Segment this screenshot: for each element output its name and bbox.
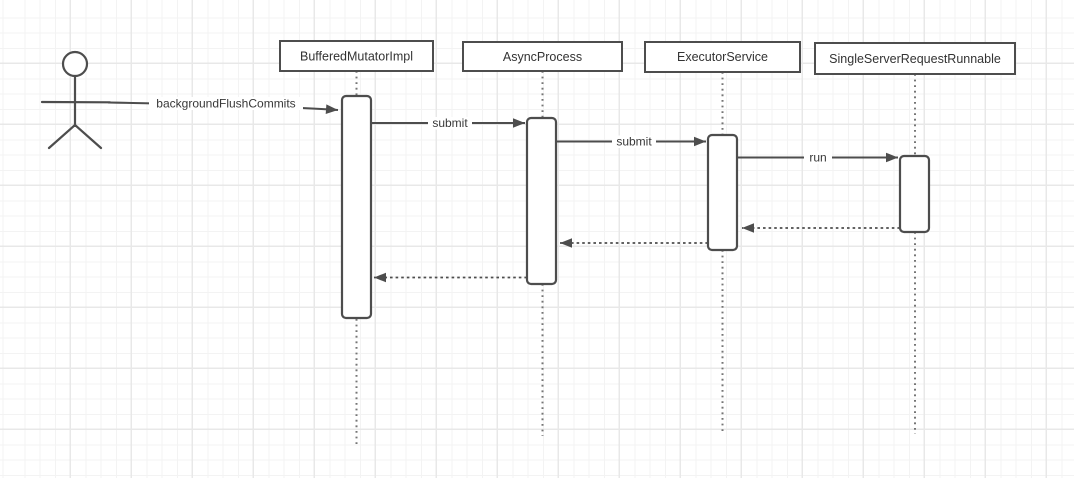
- message-label-bg: [149, 97, 303, 110]
- actor-legs: [47, 123, 103, 150]
- activation-bar: [706, 133, 739, 252]
- message-background-flush-commits: backgroundFlushCommits: [107, 97, 339, 114]
- lifeline-executor-service: ExecutorService: [644, 41, 801, 433]
- message-label: submit: [616, 135, 652, 149]
- lifeline-label: BufferedMutatorImpl: [300, 50, 413, 64]
- lifeline-label: SingleServerRequestRunnable: [829, 52, 1001, 66]
- message-label-bg: [612, 135, 656, 148]
- lifeline-async-process: AsyncProcess: [462, 41, 623, 436]
- lifeline-header-box: [462, 41, 623, 72]
- message-label: backgroundFlushCommits: [156, 97, 295, 111]
- lifeline-label: AsyncProcess: [503, 50, 582, 64]
- lifeline-single-server-request-runnable: SingleServerRequestRunnable: [814, 42, 1016, 434]
- lifeline-header-box: [279, 40, 434, 72]
- message-run: run: [738, 151, 898, 165]
- message-label: run: [809, 151, 826, 165]
- lifeline-buffered-mutator-impl: BufferedMutatorImpl: [279, 40, 434, 445]
- activation-bar: [340, 94, 373, 320]
- lifeline-label: ExecutorService: [677, 50, 768, 64]
- message-submit-2: submit: [557, 135, 706, 149]
- lifeline-header-box: [644, 41, 801, 73]
- message-label-bg: [428, 117, 472, 130]
- actor-head: [61, 50, 89, 78]
- message-label-bg: [804, 151, 832, 164]
- message-submit-1: submit: [372, 116, 525, 130]
- activation-bar: [898, 154, 931, 234]
- activation-bar: [525, 116, 558, 286]
- actor-stick-figure-icon: [40, 50, 112, 150]
- lifeline-header-box: [814, 42, 1016, 75]
- message-label: submit: [432, 116, 468, 130]
